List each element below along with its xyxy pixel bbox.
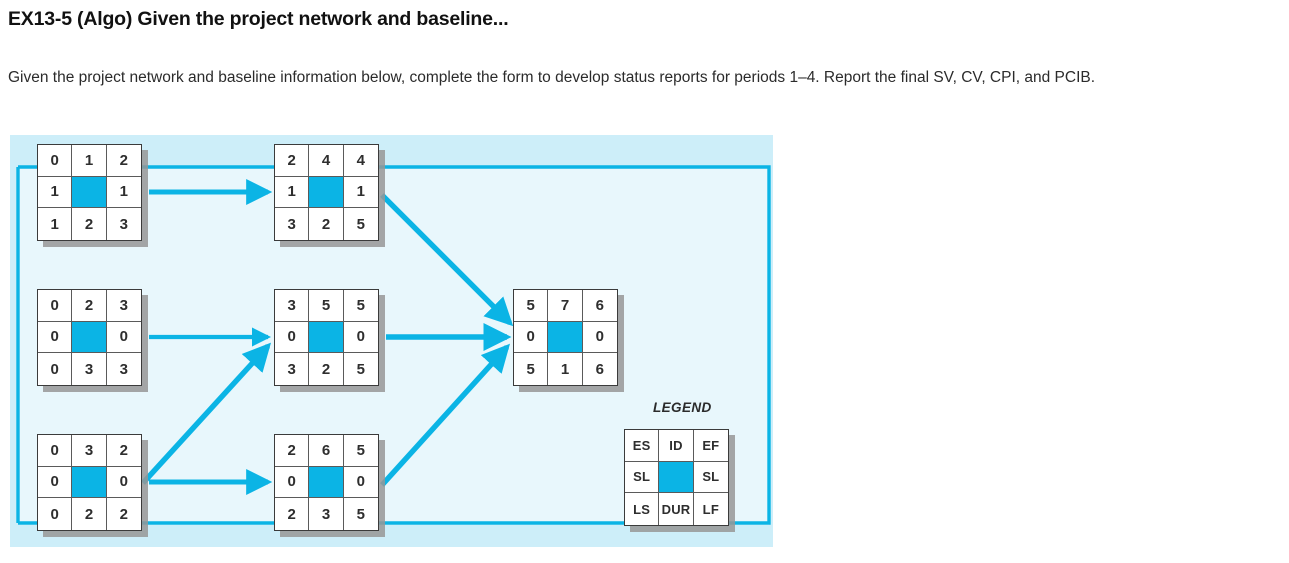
node-2-sl-left: 0	[38, 321, 73, 354]
edge-3-to-5	[141, 342, 272, 485]
node-2-id: 2	[72, 290, 107, 322]
edge-outer-loop	[16, 165, 771, 525]
node-2-lf: 3	[119, 360, 128, 378]
node-3-ls: 0	[38, 498, 73, 530]
node-5-sl-left: 0	[275, 321, 310, 354]
node-6-es: 2	[275, 435, 310, 467]
node-7-center-fill	[548, 321, 583, 354]
node-7-sl-right: 0	[582, 322, 617, 354]
node-5-ef: 5	[343, 290, 378, 322]
node-1-sl-left: 1	[38, 176, 73, 209]
node-2-ef: 3	[106, 290, 141, 322]
node-3-sl-right: 0	[106, 467, 141, 499]
node-6-sl-left: 0	[275, 466, 310, 499]
node-1-ef: 2	[106, 145, 141, 177]
legend-sl-left: SL	[625, 461, 660, 494]
node-activity-2[interactable]: 0 2 3 0 0 0 3 3	[37, 289, 142, 386]
node-7-ls: 5	[514, 353, 549, 385]
node-2-sl-right: 0	[106, 322, 141, 354]
legend-sl-right: SL	[693, 462, 728, 494]
node-7-ef: 6	[582, 290, 617, 322]
page-title: EX13-5 (Algo) Given the project network …	[8, 8, 509, 30]
node-2-center-fill	[72, 321, 107, 354]
node-6-lf: 5	[356, 505, 365, 523]
node-2-es: 0	[38, 290, 73, 322]
node-2-dur: 3	[72, 353, 107, 385]
node-1-es: 0	[38, 145, 73, 177]
node-4-ls: 3	[275, 208, 310, 240]
legend-es: ES	[625, 430, 660, 462]
node-6-ef: 5	[343, 435, 378, 467]
node-1-sl-right: 1	[106, 177, 141, 209]
node-activity-1[interactable]: 0 1 2 1 1 1 2 3	[37, 144, 142, 241]
legend-node: ES ID EF SL SL LS DUR LF	[624, 429, 729, 526]
node-3-es: 0	[38, 435, 73, 467]
node-6-sl-right: 0	[343, 467, 378, 499]
node-5-dur: 2	[309, 353, 344, 385]
node-7-lf: 6	[595, 360, 604, 378]
node-1-center-fill	[72, 176, 107, 209]
node-4-dur: 2	[309, 208, 344, 240]
legend-title: LEGEND	[653, 400, 712, 415]
node-5-es: 3	[275, 290, 310, 322]
node-5-id: 5	[309, 290, 344, 322]
node-4-ef: 4	[343, 145, 378, 177]
node-3-center-fill	[72, 466, 107, 499]
node-activity-6[interactable]: 2 6 5 0 0 2 3 5	[274, 434, 379, 531]
question-prompt: Given the project network and baseline i…	[8, 69, 1096, 86]
node-3-sl-left: 0	[38, 466, 73, 499]
node-4-center-fill	[309, 176, 344, 209]
node-5-lf: 5	[356, 360, 365, 378]
legend-lf: LF	[702, 501, 719, 517]
node-3-ef: 2	[106, 435, 141, 467]
node-1-ls: 1	[38, 208, 73, 240]
node-4-id: 4	[309, 145, 344, 177]
project-network-diagram: 0 1 2 1 1 1 2 3 2 4 4 1 1 3 2 5 0 2 3 0 …	[10, 135, 773, 547]
node-7-sl-left: 0	[514, 321, 549, 354]
node-6-dur: 3	[309, 498, 344, 530]
node-5-ls: 3	[275, 353, 310, 385]
node-5-center-fill	[309, 321, 344, 354]
node-6-center-fill	[309, 466, 344, 499]
node-3-id: 3	[72, 435, 107, 467]
node-1-dur: 2	[72, 208, 107, 240]
node-activity-4[interactable]: 2 4 4 1 1 3 2 5	[274, 144, 379, 241]
legend-ls: LS	[625, 493, 660, 525]
legend-id: ID	[659, 430, 694, 462]
legend-dur: DUR	[659, 493, 694, 525]
node-activity-7[interactable]: 5 7 6 0 0 5 1 6	[513, 289, 618, 386]
node-4-sl-right: 1	[343, 177, 378, 209]
node-1-lf: 3	[119, 215, 128, 233]
node-1-id: 1	[72, 145, 107, 177]
legend-center-fill	[659, 461, 694, 494]
node-6-id: 6	[309, 435, 344, 467]
node-7-dur: 1	[548, 353, 583, 385]
node-activity-3[interactable]: 0 3 2 0 0 0 2 2	[37, 434, 142, 531]
node-5-sl-right: 0	[343, 322, 378, 354]
node-3-lf: 2	[119, 505, 128, 523]
node-activity-5[interactable]: 3 5 5 0 0 3 2 5	[274, 289, 379, 386]
node-7-es: 5	[514, 290, 549, 322]
node-4-sl-left: 1	[275, 176, 310, 209]
legend-ef: EF	[693, 430, 728, 462]
node-7-id: 7	[548, 290, 583, 322]
edge-6-to-7	[379, 343, 511, 487]
node-3-dur: 2	[72, 498, 107, 530]
node-4-lf: 5	[356, 215, 365, 233]
node-6-ls: 2	[275, 498, 310, 530]
edge-4-to-7	[380, 193, 514, 327]
node-2-ls: 0	[38, 353, 73, 385]
node-4-es: 2	[275, 145, 310, 177]
network-edges-layer	[16, 165, 771, 525]
